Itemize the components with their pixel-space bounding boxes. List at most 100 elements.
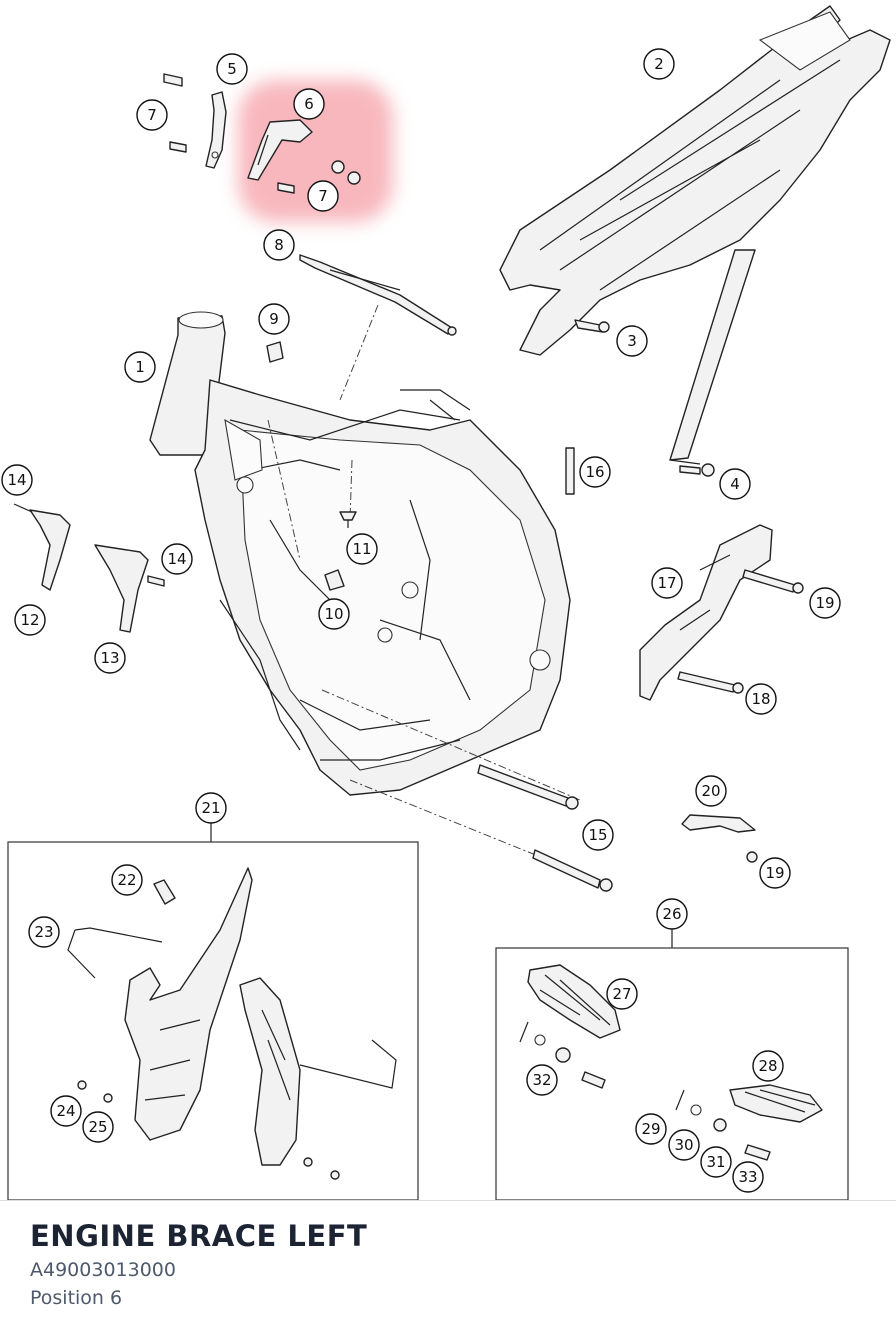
engine-brace-left-6[interactable] [247, 119, 313, 181]
svg-text:21: 21 [201, 799, 220, 817]
callout-11[interactable]: 11 [346, 533, 378, 565]
callout-25[interactable]: 25 [82, 1111, 114, 1143]
svg-text:25: 25 [88, 1118, 107, 1136]
callout-6[interactable]: 6 [293, 88, 325, 120]
bolts-7[interactable] [163, 73, 361, 194]
clip-10[interactable] [324, 569, 345, 591]
svg-text:13: 13 [100, 649, 119, 667]
callout-12[interactable]: 12 [14, 604, 46, 636]
main-frame[interactable] [149, 311, 571, 796]
svg-text:17: 17 [657, 574, 676, 592]
svg-text:10: 10 [324, 605, 343, 623]
engine-brace-5[interactable] [205, 91, 227, 169]
callout-21[interactable]: 21 [195, 792, 227, 824]
callout-16[interactable]: 16 [579, 456, 611, 488]
bolt-3[interactable] [574, 319, 610, 333]
screw-14[interactable] [147, 575, 165, 587]
callout-23[interactable]: 23 [28, 916, 60, 948]
callout-13[interactable]: 13 [94, 642, 126, 674]
footrest-set-26[interactable] [495, 928, 849, 1200]
callout-4[interactable]: 4 [719, 468, 751, 500]
part-number: A49003013000 [30, 1259, 176, 1281]
svg-text:7: 7 [318, 187, 328, 205]
callout-15[interactable]: 15 [582, 819, 614, 851]
svg-text:33: 33 [738, 1168, 757, 1186]
svg-text:9: 9 [269, 310, 279, 328]
callout-17[interactable]: 17 [651, 567, 683, 599]
callout-2[interactable]: 2 [643, 48, 675, 80]
callout-7-b[interactable]: 7 [307, 180, 339, 212]
svg-text:20: 20 [701, 782, 720, 800]
svg-text:24: 24 [56, 1102, 75, 1120]
svg-text:27: 27 [612, 985, 631, 1003]
callout-8[interactable]: 8 [263, 229, 295, 261]
bolt-4[interactable] [679, 463, 715, 477]
svg-text:29: 29 [641, 1120, 660, 1138]
fastener-11[interactable] [339, 511, 357, 528]
callout-28[interactable]: 28 [752, 1050, 784, 1082]
callout-33[interactable]: 33 [732, 1161, 764, 1193]
bracket-12[interactable] [13, 503, 71, 591]
callout-18[interactable]: 18 [745, 683, 777, 715]
rear-subframe[interactable] [499, 5, 891, 465]
callout-9[interactable]: 9 [258, 303, 290, 335]
svg-text:32: 32 [532, 1071, 551, 1089]
svg-text:12: 12 [20, 611, 39, 629]
callout-20[interactable]: 20 [695, 775, 727, 807]
callout-29[interactable]: 29 [635, 1113, 667, 1145]
svg-text:14: 14 [167, 550, 186, 568]
callout-7-a[interactable]: 7 [136, 99, 168, 131]
callout-24[interactable]: 24 [50, 1095, 82, 1127]
guard-20[interactable] [681, 814, 758, 863]
callout-30[interactable]: 30 [668, 1129, 700, 1161]
callout-10[interactable]: 10 [318, 598, 350, 630]
svg-text:6: 6 [304, 95, 314, 113]
svg-text:1: 1 [135, 358, 145, 376]
bracket-13[interactable] [94, 544, 149, 633]
bumper-9[interactable] [266, 341, 284, 363]
callout-19-b[interactable]: 19 [759, 857, 791, 889]
part-position: Position 6 [30, 1287, 123, 1309]
svg-text:7: 7 [147, 106, 157, 124]
part-name: ENGINE BRACE LEFT [30, 1219, 368, 1253]
callout-14-a[interactable]: 14 [1, 464, 33, 496]
selected-part-highlight[interactable] [238, 80, 393, 222]
svg-text:5: 5 [227, 60, 237, 78]
callout-31[interactable]: 31 [700, 1146, 732, 1178]
svg-text:26: 26 [662, 905, 681, 923]
callout-26[interactable]: 26 [656, 898, 688, 930]
callout-5[interactable]: 5 [216, 53, 248, 85]
callout-3[interactable]: 3 [616, 325, 648, 357]
callout-1[interactable]: 1 [124, 351, 156, 383]
svg-text:28: 28 [758, 1057, 777, 1075]
svg-text:30: 30 [674, 1136, 693, 1154]
exploded-parts-diagram: 1 2 3 4 5 6 7 7 8 9 10 11 12 13 14 14 15… [1, 5, 891, 1200]
callout-22[interactable]: 22 [111, 864, 143, 896]
svg-text:4: 4 [730, 475, 740, 493]
svg-text:8: 8 [274, 236, 284, 254]
svg-text:19: 19 [815, 594, 834, 612]
svg-text:2: 2 [654, 55, 664, 73]
svg-text:18: 18 [751, 690, 770, 708]
bolt-18[interactable] [677, 671, 744, 694]
svg-text:14: 14 [7, 471, 26, 489]
svg-text:19: 19 [765, 864, 784, 882]
part-info-panel: ENGINE BRACE LEFT A49003013000 Position … [0, 1200, 896, 1336]
bolts-15[interactable] [477, 764, 613, 892]
frame-brace-8[interactable] [299, 254, 457, 336]
svg-text:11: 11 [352, 540, 371, 558]
svg-text:15: 15 [588, 826, 607, 844]
svg-text:31: 31 [706, 1153, 725, 1171]
callout-19-a[interactable]: 19 [809, 587, 841, 619]
callout-27[interactable]: 27 [606, 978, 638, 1010]
svg-text:3: 3 [627, 332, 637, 350]
chain-guide-17[interactable] [639, 524, 773, 701]
pin-16[interactable] [565, 447, 575, 495]
callout-32[interactable]: 32 [526, 1064, 558, 1096]
svg-text:22: 22 [117, 871, 136, 889]
svg-text:23: 23 [34, 923, 53, 941]
callout-14-b[interactable]: 14 [161, 543, 193, 575]
bolt-19[interactable] [742, 569, 804, 594]
frame-protector-set-21[interactable] [7, 822, 419, 1200]
svg-text:16: 16 [585, 463, 604, 481]
